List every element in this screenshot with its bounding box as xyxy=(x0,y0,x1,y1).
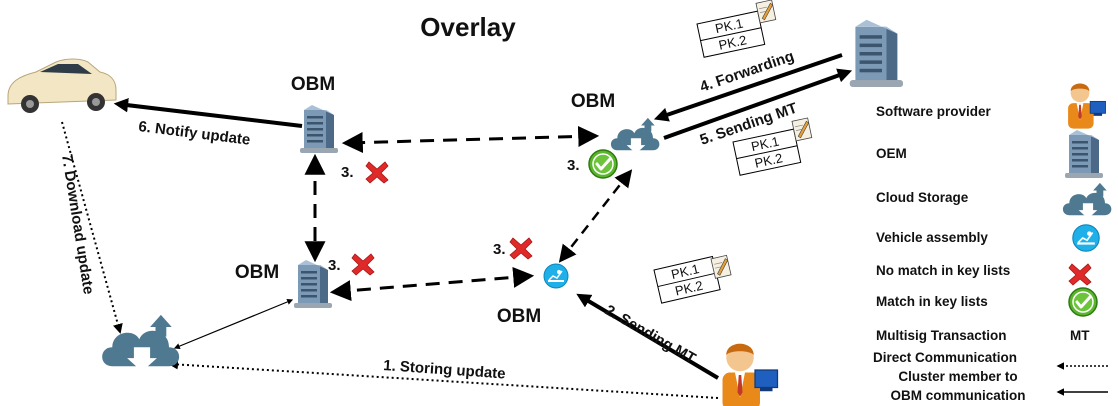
legend-check-icon xyxy=(1067,286,1099,318)
legend-multisig: Multisig Transaction xyxy=(876,328,1007,343)
legend-person-icon xyxy=(1067,83,1106,130)
step3-top-label: 3. xyxy=(341,164,354,181)
legend-cluster-2: OBM communication xyxy=(890,388,1025,403)
legend-oem: OEM xyxy=(876,146,907,161)
step3-left-label: 3. xyxy=(328,257,341,274)
legend-match: Match in key lists xyxy=(876,294,988,309)
packet-line2: PK.2 xyxy=(674,278,705,299)
edge-download-update xyxy=(61,121,123,334)
packet-oem-sending: PK.1 PK.2 xyxy=(732,117,813,176)
legend: Software provider OEM Cloud Storage Vehi… xyxy=(873,83,1112,403)
edge-sending-mt-oem xyxy=(663,68,853,140)
packet-line1: PK.1 xyxy=(670,261,701,282)
edge-cloud-obm-top xyxy=(341,125,600,154)
legend-software-provider: Software provider xyxy=(876,104,992,119)
obm-top-server-icon xyxy=(300,105,338,153)
cross-icon xyxy=(365,161,389,184)
obm-left-label: OBM xyxy=(235,262,279,283)
title: Overlay xyxy=(420,12,516,42)
edge-forwarding xyxy=(653,53,843,122)
car-icon xyxy=(7,58,117,113)
legend-mt: MT xyxy=(1070,328,1090,343)
step2-label: 2. Sending MT xyxy=(602,302,699,368)
edge-storing-update xyxy=(168,359,719,399)
edge-cloud-va xyxy=(558,169,633,263)
legend-no-match: No match in key lists xyxy=(876,263,1010,278)
step1-label: 1. Storing update xyxy=(383,357,506,383)
legend-server-icon xyxy=(1065,130,1103,178)
obm-va-label: OBM xyxy=(497,306,541,327)
edge-obm-cloud-storage xyxy=(173,299,294,349)
edge-obm-left-va xyxy=(329,266,535,302)
packet-line2: PK.2 xyxy=(717,32,748,53)
legend-va-icon xyxy=(1071,223,1101,253)
packet-line1: PK.1 xyxy=(714,16,745,37)
cross-icon xyxy=(509,237,533,260)
legend-cluster-1: Cluster member to xyxy=(898,369,1017,384)
obm-cloud-icon xyxy=(610,117,660,154)
packet-line1: PK.1 xyxy=(750,134,781,155)
legend-direct: Direct Communication xyxy=(873,350,1017,365)
legend-cloud-icon xyxy=(1062,182,1112,219)
packet-oem-forward: PK.1 PK.2 xyxy=(696,0,777,58)
edge-notify-update xyxy=(113,98,303,128)
edge-sending-mt-provider xyxy=(576,293,720,380)
legend-cloud-storage: Cloud Storage xyxy=(876,190,969,205)
obm-cloud-label: OBM xyxy=(571,91,615,112)
obm-vehicle-assembly-icon xyxy=(543,263,569,289)
packet-line2: PK.2 xyxy=(753,150,784,171)
obm-left-server-icon xyxy=(294,260,332,308)
step3-va-label: 3. xyxy=(493,241,506,258)
legend-cross-icon xyxy=(1068,263,1092,286)
step6-label: 6. Notify update xyxy=(138,118,252,149)
oem-server-icon xyxy=(849,19,903,87)
cloud-storage-icon xyxy=(102,314,180,372)
step3-cloud-label: 3. xyxy=(567,157,580,174)
packet-provider-sending: PK.1 PK.2 xyxy=(653,254,732,304)
software-provider-icon xyxy=(721,343,779,406)
check-icon xyxy=(587,148,619,180)
obm-top-label: OBM xyxy=(291,74,335,95)
cross-icon xyxy=(351,253,375,276)
legend-vehicle-assembly: Vehicle assembly xyxy=(876,230,988,245)
